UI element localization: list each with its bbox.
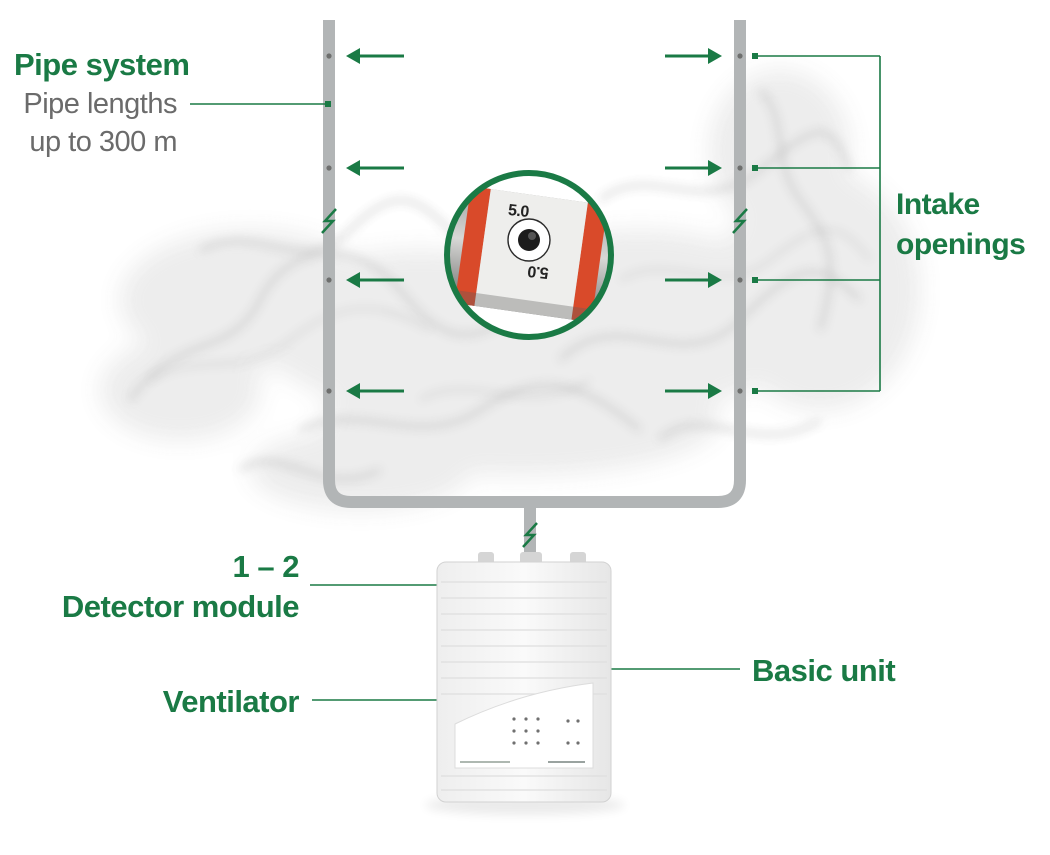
inset-mark-top: 5.0 [507,202,530,222]
arrow-left-2 [346,160,404,176]
basic-unit-label: Basic unit [752,653,895,689]
detector-module-count: 1 – 2 [233,549,299,585]
intake-openings-line1: Intake [896,188,980,222]
detector-device [425,552,625,815]
pipe-system-title: Pipe system [14,47,189,83]
arrow-right-1 [665,48,722,64]
ventilator-label: Ventilator [163,684,299,720]
detector-module-label: Detector module [62,589,299,625]
pipe-lengths-line1: Pipe lengths [23,88,177,121]
intake-openings-line2: openings [896,228,1025,262]
arrow-left-1 [346,48,404,64]
inset-mark-bottom: 5.0 [527,261,550,281]
pipe-lengths-line2: up to 300 m [29,126,177,159]
